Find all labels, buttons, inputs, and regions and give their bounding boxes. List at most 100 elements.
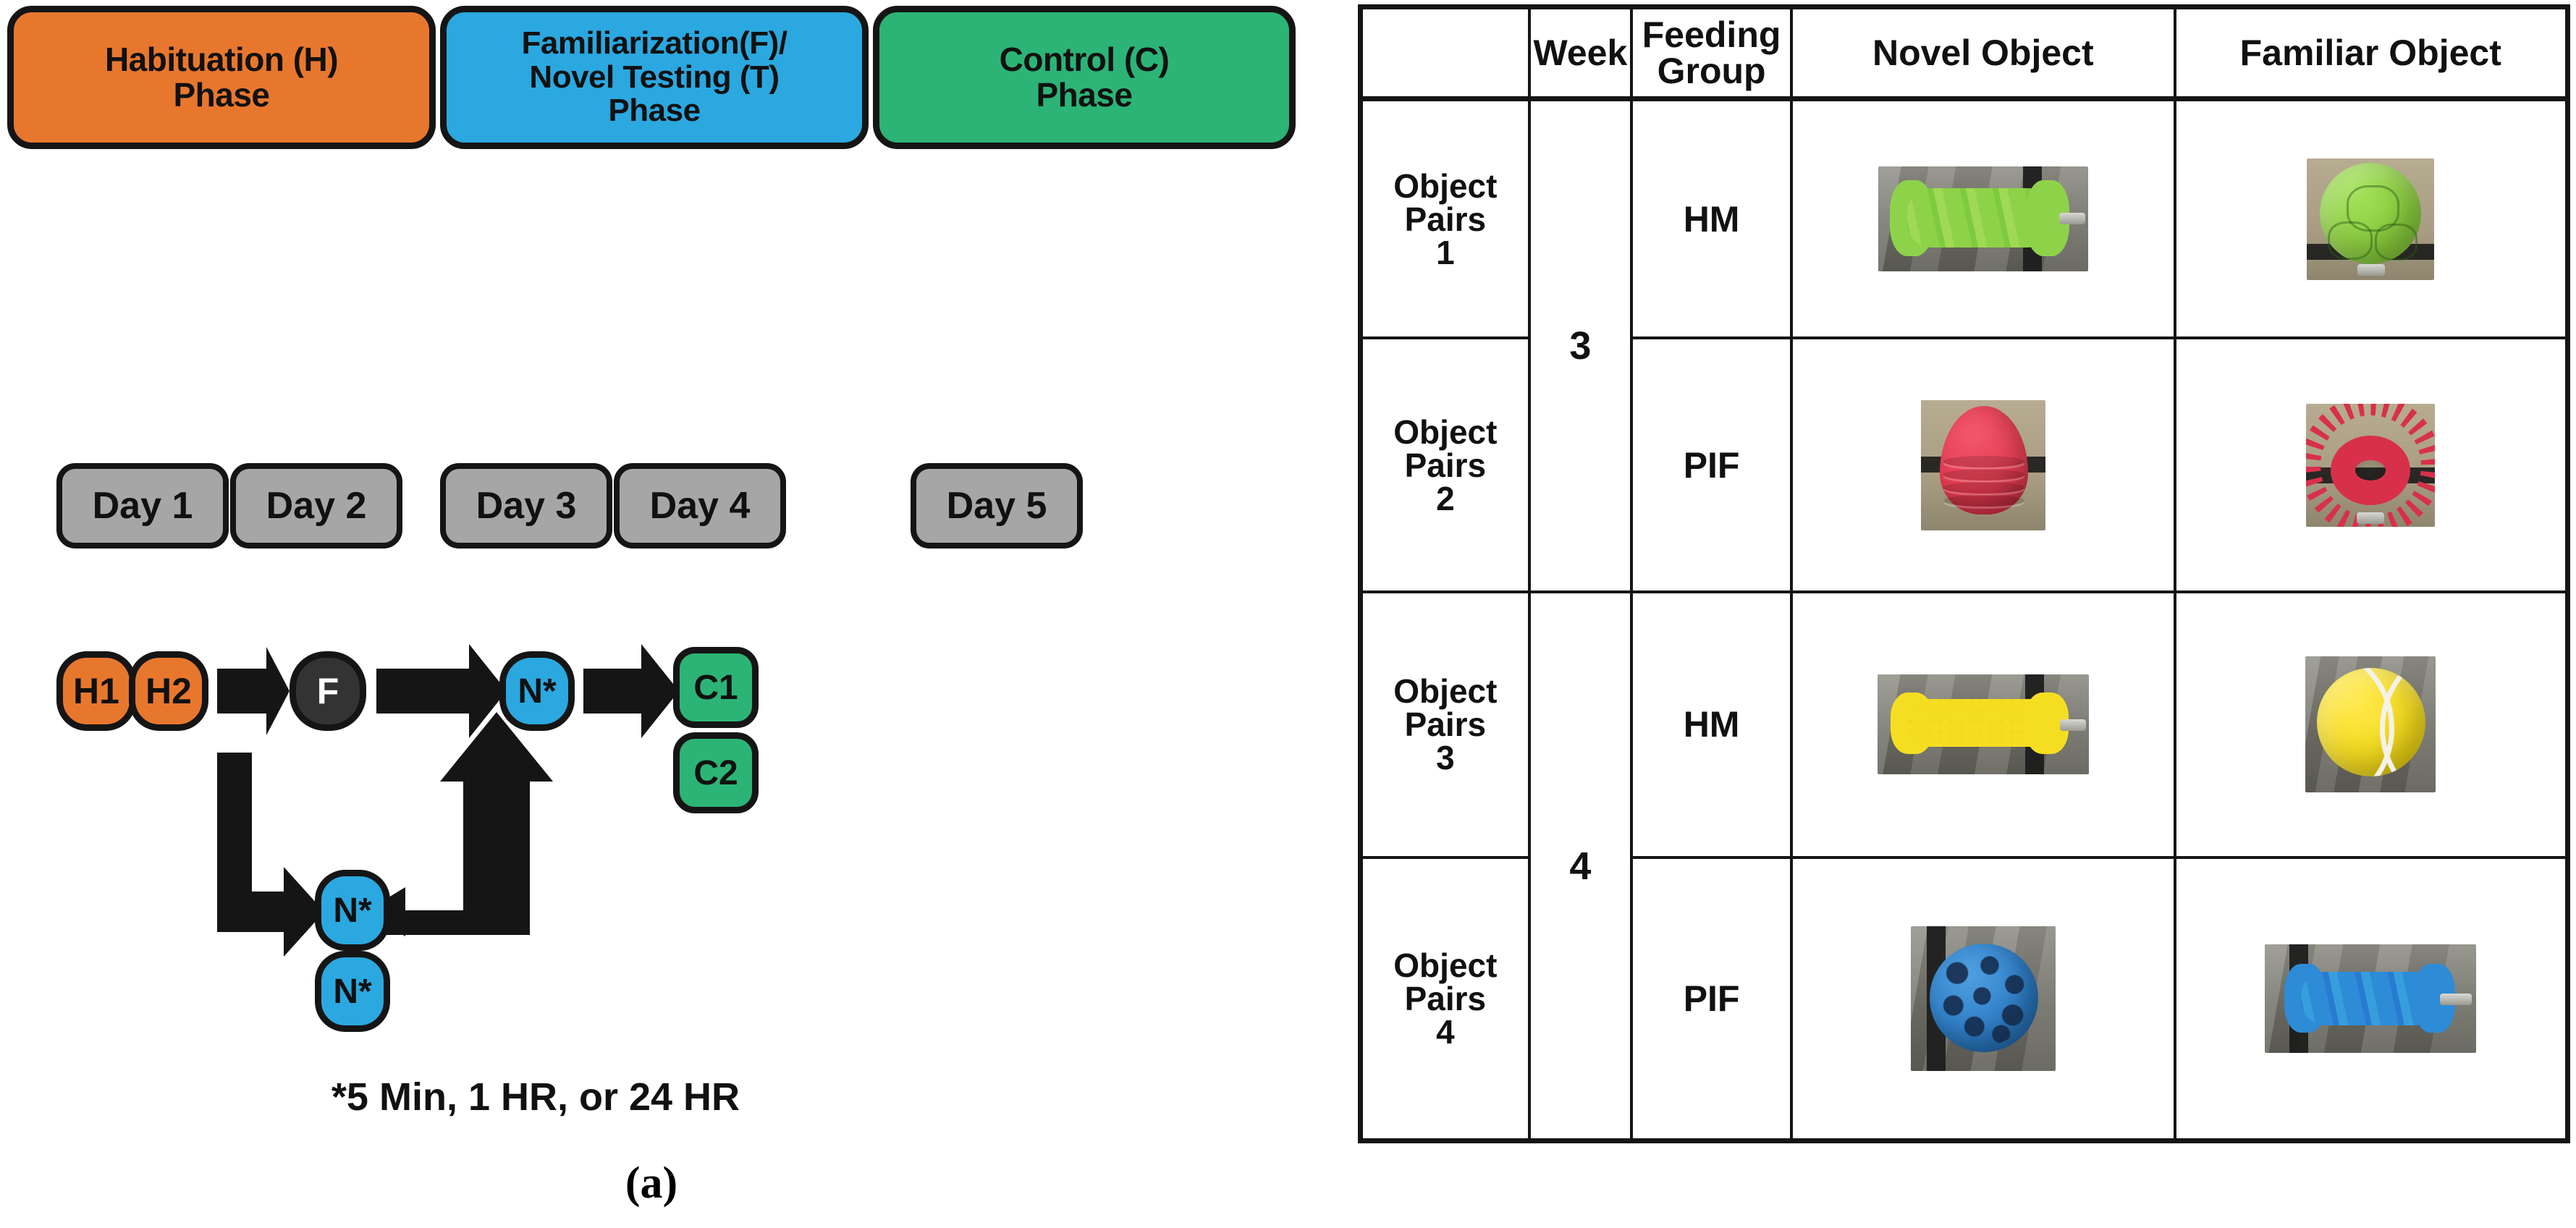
red-spiked-ring-toy-photo	[2306, 403, 2436, 527]
phase-banner-row: Habituation (H)Phase Familiarization(F)/…	[0, 0, 1303, 156]
rib	[1943, 494, 2024, 507]
seam	[2374, 223, 2418, 261]
pair-line3: 3	[1436, 739, 1455, 777]
yellow-tennis-ball	[2317, 668, 2426, 777]
flow-node-novel-mid: N*	[315, 870, 390, 951]
pair-line2: Pairs	[1404, 200, 1487, 238]
novel-object-cell-2	[1790, 336, 2176, 594]
ridge-texture	[1906, 188, 2052, 248]
ring	[2331, 435, 2411, 505]
rib	[1943, 468, 2024, 481]
feeding-group-cell-pif-2: PIF	[1630, 336, 1794, 594]
pair-line3: 1	[1436, 233, 1455, 271]
feeding-group-line2: Group	[1657, 51, 1766, 91]
day-box-1: Day 1	[56, 463, 229, 549]
familiar-object-cell-2	[2173, 336, 2569, 594]
pair-line1: Object	[1393, 412, 1498, 451]
flow-node-h1: H1	[56, 651, 136, 731]
flow-node-novel-bottom: N*	[315, 951, 390, 1032]
pair-line2: Pairs	[1404, 979, 1487, 1017]
clamp	[2059, 719, 2086, 732]
bump-texture	[1907, 699, 2051, 748]
day-box-3: Day 3	[440, 463, 612, 549]
familiar-object-cell-1	[2173, 97, 2569, 340]
flow-node-h2: H2	[129, 651, 208, 731]
feeding-group-line1: Feeding	[1642, 14, 1781, 55]
novel-object-cell-4	[1790, 855, 2176, 1143]
flow-node-f: F	[290, 651, 366, 731]
col-header-novel-object: Novel Object	[1790, 5, 2176, 101]
panel-a-experimental-timeline: Habituation (H)Phase Familiarization(F)/…	[0, 0, 1303, 1208]
rib	[1943, 481, 2024, 494]
flow-node-c1: C1	[673, 647, 759, 728]
blue-hollow-lattice-ball	[1929, 943, 2038, 1052]
green-soccer-ball	[2320, 162, 2422, 264]
yellow-bumpy-bone-toy	[1891, 693, 2069, 754]
clamp	[2058, 213, 2085, 225]
timing-footnote: *5 Min, 1 HR, or 24 HR	[331, 1075, 740, 1119]
week-cell-3: 3	[1527, 97, 1634, 594]
table-body: Object Pairs 1 3 HM	[1359, 97, 2569, 1143]
pair-line3: 2	[1436, 479, 1455, 517]
clamp	[2440, 993, 2472, 1005]
seam	[2328, 221, 2373, 261]
table-row: Object Pairs 3 4 HM	[1359, 590, 2569, 1143]
novel-object-cell-3	[1790, 590, 2176, 859]
feeding-group-cell-hm-1: HM	[1630, 97, 1794, 340]
row-label-object-pairs-4: Object Pairs 4	[1359, 855, 1531, 1143]
week-cell-4: 4	[1527, 590, 1634, 1143]
seam	[2346, 185, 2399, 232]
clamp	[2357, 263, 2386, 276]
flow-diagram: H1 H2 F N* C1 C2 N* N*	[0, 637, 1303, 1100]
feeding-group-cell-pif-4: PIF	[1630, 855, 1794, 1143]
seam-curve	[2380, 668, 2426, 777]
yellow-tennis-ball-photo	[2305, 656, 2436, 793]
red-ribbed-kong-toy	[1939, 405, 2028, 515]
lattice-holes	[1935, 949, 2032, 1046]
day-row: Day 1 Day 2 Day 3 Day 4 Day 5	[0, 463, 1303, 564]
novel-object-cell-1	[1790, 97, 2176, 340]
pair-line2: Pairs	[1404, 706, 1487, 744]
row-label-object-pairs-2: Object Pairs 2	[1359, 336, 1531, 594]
habituation-phase-box: Habituation (H)Phase	[7, 6, 436, 149]
row-label-object-pairs-1: Object Pairs 1	[1359, 97, 1531, 340]
familiar-object-cell-3	[2173, 590, 2569, 859]
rib	[1943, 455, 2024, 468]
flow-node-novel-top: N*	[499, 651, 575, 731]
table-row: Object Pairs 2 PIF	[1359, 336, 2569, 594]
clamp	[2357, 512, 2385, 524]
ridge-texture	[2301, 971, 2439, 1025]
table-row: Object Pairs 1 3 HM	[1359, 97, 2569, 594]
yellow-bumpy-bone-toy-photo	[1877, 674, 2089, 775]
flow-node-c2: C2	[673, 732, 759, 813]
green-ridged-bone-toy-photo	[1878, 166, 2088, 272]
pair-line1: Object	[1393, 946, 1498, 984]
control-phase-box: Control (C)Phase	[873, 6, 1296, 149]
blue-hollow-lattice-ball-photo	[1910, 926, 2056, 1071]
pair-line2: Pairs	[1404, 446, 1487, 484]
feeding-group-cell-hm-3: HM	[1630, 590, 1794, 859]
day-box-4: Day 4	[614, 463, 786, 549]
blue-ridged-bone-toy-photo	[2265, 944, 2477, 1053]
red-spiked-ring-toy	[2306, 403, 2436, 527]
row-label-object-pairs-3: Object Pairs 3	[1359, 590, 1531, 859]
familiar-object-cell-4	[2173, 855, 2569, 1143]
blue-ridged-bone-toy	[2284, 964, 2456, 1033]
col-header-blank	[1359, 5, 1531, 101]
col-header-familiar-object: Familiar Object	[2173, 5, 2569, 101]
green-ridged-bone-toy	[1889, 179, 2069, 256]
pair-line1: Object	[1393, 672, 1498, 711]
table-row: Object Pairs 4 PIF	[1359, 855, 2569, 1143]
familiarization-novel-testing-phase-box: Familiarization(F)/Novel Testing (T)Phas…	[440, 6, 869, 149]
panel-a-caption: (a)	[625, 1159, 678, 1208]
day-box-2: Day 2	[230, 463, 402, 549]
day-box-5: Day 5	[911, 463, 1083, 549]
red-ribbed-kong-toy-photo	[1920, 399, 2045, 530]
green-soccer-ball-photo	[2307, 158, 2435, 280]
pair-line3: 4	[1436, 1012, 1455, 1051]
